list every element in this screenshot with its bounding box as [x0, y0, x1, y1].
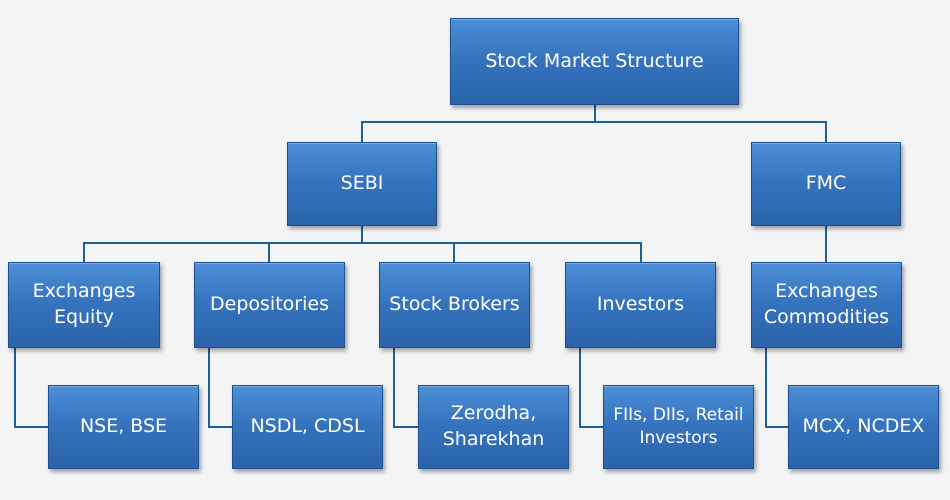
node-fmc: FMC	[751, 142, 901, 226]
node-exchanges-commodities-line2: Commodities	[763, 306, 890, 328]
root-node-label: Stock Market Structure	[485, 49, 704, 72]
node-nsdl-cdsl: NSDL, CDSL	[232, 385, 383, 469]
connector-depositories-nsdl	[208, 348, 232, 428]
node-exchanges-equity: Exchanges Equity	[8, 262, 160, 348]
connector-commodities-mcx	[765, 348, 788, 428]
node-mcx-ncdex: MCX, NCDEX	[788, 385, 939, 469]
node-zerodha-sharekhan-line1: Zerodha,	[450, 402, 537, 425]
connector-brokers-zerodha	[393, 348, 418, 428]
node-investors-label: Investors	[596, 293, 685, 316]
connector-sebi-categories	[83, 242, 642, 262]
node-exchanges-equity-line1: Exchanges	[32, 280, 136, 303]
node-depositories: Depositories	[194, 262, 345, 348]
node-sebi: SEBI	[287, 142, 437, 226]
node-exchanges-commodities: Exchanges Commodities	[751, 262, 902, 348]
root-node-stock-market-structure: Stock Market Structure	[450, 18, 739, 105]
node-exchanges-equity-line2: Equity	[53, 306, 115, 328]
node-nse-bse: NSE, BSE	[48, 385, 199, 469]
node-investor-types-line1: FIIs, DIIs, Retail	[613, 405, 744, 426]
node-nse-bse-label: NSE, BSE	[79, 415, 168, 438]
node-nsdl-cdsl-label: NSDL, CDSL	[250, 415, 365, 438]
node-depositories-label: Depositories	[210, 293, 329, 316]
connector-equity-nse	[14, 348, 48, 428]
node-sebi-label: SEBI	[340, 172, 384, 195]
node-investor-types: FIIs, DIIs, Retail Investors	[603, 385, 754, 469]
node-mcx-ncdex-label: MCX, NCDEX	[802, 415, 925, 438]
node-investor-types-line2: Investors	[639, 428, 718, 448]
node-zerodha-sharekhan: Zerodha, Sharekhan	[418, 385, 569, 469]
connector-investors-types	[579, 348, 603, 428]
node-stock-brokers-label: Stock Brokers	[389, 293, 520, 316]
node-zerodha-sharekhan-line2: Sharekhan	[442, 428, 545, 450]
connector-root-regulators	[361, 121, 827, 142]
node-stock-brokers: Stock Brokers	[379, 262, 530, 348]
node-fmc-label: FMC	[805, 172, 847, 195]
node-exchanges-commodities-line1: Exchanges	[775, 280, 878, 303]
node-investors: Investors	[565, 262, 716, 348]
